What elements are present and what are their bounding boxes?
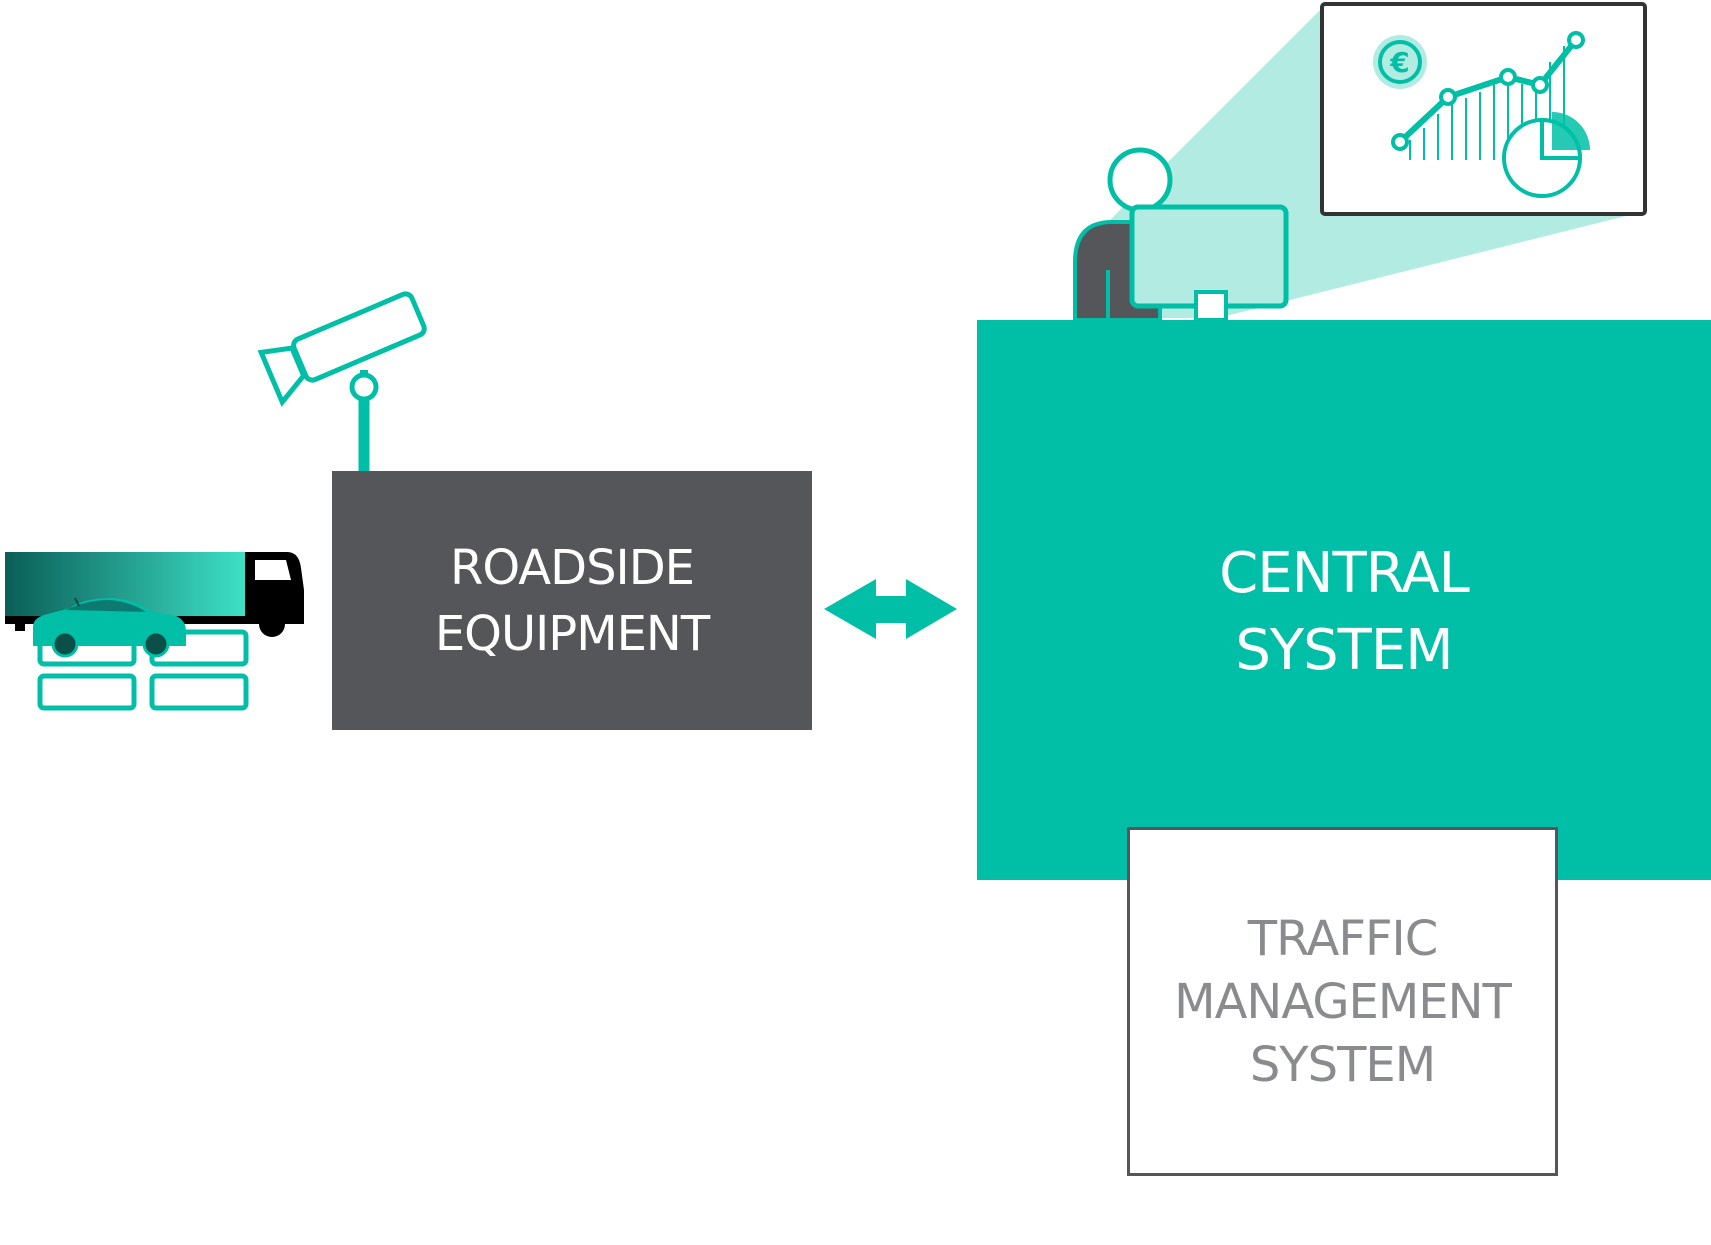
pie-chart-icon [1502, 112, 1590, 198]
car-icon [33, 597, 186, 658]
tms-line2: MANAGEMENT [1174, 974, 1512, 1030]
svg-text:€: € [1389, 46, 1409, 79]
dashboard-panel: € [1320, 2, 1647, 216]
roadside-equipment-line1: ROADSIDE [450, 539, 695, 596]
euro-coin-icon: € [1373, 35, 1427, 89]
traffic-management-system-label: TRAFFIC MANAGEMENT SYSTEM [1174, 908, 1512, 1097]
traffic-management-system-box: TRAFFIC MANAGEMENT SYSTEM [1127, 827, 1558, 1176]
surveillance-camera-icon [257, 291, 427, 471]
roadside-equipment-line2: EQUIPMENT [434, 605, 710, 662]
roadside-equipment-box: ROADSIDE EQUIPMENT [332, 471, 812, 730]
operator-at-monitor-icon [1073, 147, 1289, 322]
central-system-label: CENTRAL SYSTEM [1219, 535, 1470, 689]
bidirectional-arrow [824, 579, 957, 639]
line-chart-icon [1391, 31, 1585, 160]
tms-line1: TRAFFIC [1247, 911, 1438, 967]
tms-line3: SYSTEM [1249, 1037, 1436, 1093]
roadside-equipment-label: ROADSIDE EQUIPMENT [434, 535, 710, 667]
central-system-box: CENTRAL SYSTEM [977, 320, 1711, 880]
central-system-line1: CENTRAL [1219, 541, 1470, 606]
central-system-line2: SYSTEM [1235, 618, 1453, 683]
